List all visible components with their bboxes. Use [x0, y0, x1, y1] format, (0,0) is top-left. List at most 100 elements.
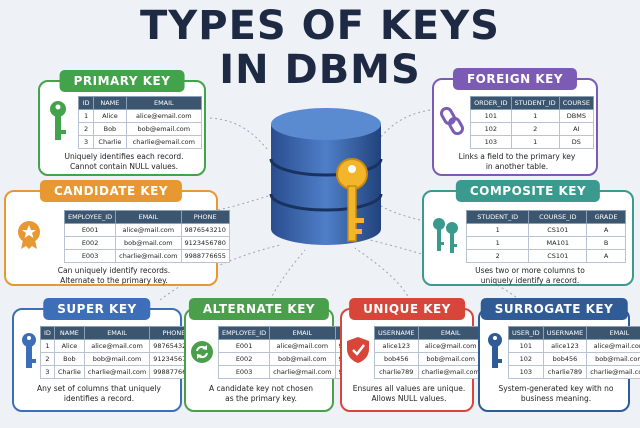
table-header-cell: EMAIL	[417, 326, 484, 340]
title-line-1: TYPES OF KEYS	[140, 3, 500, 49]
table-cell: A	[586, 249, 626, 263]
table-cell: E002	[63, 236, 117, 250]
table-header-cell: STUDENT_ID	[465, 210, 530, 224]
table-cell: bob@mail.com	[115, 236, 182, 250]
table-cell: bob@mail.com	[269, 352, 336, 366]
table-cell: charlie789	[374, 365, 419, 379]
table-header-cell: EMPLOYEE_ID	[63, 210, 117, 224]
page-title: TYPES OF KEYS IN DBMS	[0, 4, 640, 92]
badge-star-icon	[18, 221, 40, 249]
table-cell: alice@email.com	[125, 109, 203, 123]
table-cell: bob456	[374, 352, 419, 366]
table-cell: 103	[470, 135, 512, 149]
table-cell: alice123	[374, 339, 419, 353]
table-header-cell: ID	[40, 326, 55, 340]
table-cell: 1	[510, 135, 560, 149]
table-cell: bob@mail.com	[83, 352, 151, 366]
shield-check-icon	[347, 337, 369, 363]
table-header-cell: NAME	[93, 96, 127, 110]
candidate-key-description: Can uniquely identify records. Alternate…	[57, 266, 171, 285]
table-header-cell: COURSE_ID	[528, 210, 588, 224]
table-cell: 2	[77, 122, 95, 136]
table-cell: DBMS	[558, 109, 595, 123]
alternate-key-card: ALTERNATE KEY EMPLOYEE_IDEMAILPHONEE001a…	[184, 298, 384, 412]
table-cell: CS101	[528, 223, 588, 237]
table-header-cell: PHONE	[180, 210, 230, 224]
key-icon	[50, 101, 66, 140]
table-cell: alice@mail.com	[586, 339, 640, 353]
table-cell: alice123	[542, 339, 588, 353]
surrogate-key-header: SURROGATE KEY	[480, 298, 628, 320]
table-cell: 1	[465, 223, 530, 237]
table-cell: Charlie	[93, 135, 127, 149]
table-cell: 9123456780	[180, 236, 230, 250]
composite-key-description: Uses two or more columns to uniquely ide…	[475, 266, 585, 285]
table-cell: charlie@mail.com	[83, 365, 151, 379]
table-cell: bob456	[542, 352, 588, 366]
unique-key-header: UNIQUE KEY	[349, 298, 465, 320]
table-cell: 2	[40, 352, 55, 366]
table-header-cell: ORDER_ID	[470, 96, 512, 110]
table-cell: A	[586, 223, 626, 237]
table-cell: 101	[508, 339, 544, 353]
table-cell: 1	[465, 236, 530, 250]
table-header-cell: COURSE	[558, 96, 595, 110]
table-cell: charlie@email.com	[125, 135, 203, 149]
table-cell: E001	[63, 223, 117, 237]
table-cell: alice@mail.com	[269, 339, 336, 353]
table-cell: E001	[217, 339, 271, 353]
table-cell: Alice	[93, 109, 127, 123]
super-key-header: SUPER KEY	[43, 298, 151, 320]
table-cell: Bob	[53, 352, 85, 366]
table-cell: 9988776655	[180, 249, 230, 263]
table-cell: alice@mail.com	[115, 223, 182, 237]
table-cell: 1	[40, 339, 55, 353]
refresh-icon	[191, 341, 213, 363]
table-cell: E003	[63, 249, 117, 263]
table-header-cell: USER_ID	[508, 326, 544, 340]
table-cell: 2	[465, 249, 530, 263]
table-cell: 103	[508, 365, 544, 379]
candidate-key-header: CANDIDATE KEY	[39, 180, 183, 202]
table-header-cell: STUDENT_ID	[510, 96, 560, 110]
super-key-description: Any set of columns that uniquely identif…	[37, 384, 161, 403]
table-cell: charlie@mail.com	[115, 249, 182, 263]
table-cell: bob@mail.com	[417, 352, 484, 366]
table-cell: Bob	[93, 122, 127, 136]
foreign-key-description: Links a field to the primary key in anot…	[458, 152, 576, 171]
table-header-cell: USERNAME	[542, 326, 588, 340]
alternate-key-header: ALTERNATE KEY	[188, 298, 330, 320]
table-cell: 9876543210	[180, 223, 230, 237]
alternate-key-description: A candidate key not chosen as the primar…	[208, 384, 314, 403]
key-icon	[488, 333, 502, 368]
surrogate-key-description: System-generated key with no business me…	[498, 384, 614, 403]
table-cell: 102	[470, 122, 512, 136]
table-cell: 3	[40, 365, 55, 379]
table-cell: E003	[217, 365, 271, 379]
table-cell: 101	[470, 109, 512, 123]
composite-key-header: COMPOSITE KEY	[455, 180, 601, 202]
table-cell: E002	[217, 352, 271, 366]
table-header-cell: EMAIL	[586, 326, 640, 340]
keys-icon	[433, 218, 458, 253]
